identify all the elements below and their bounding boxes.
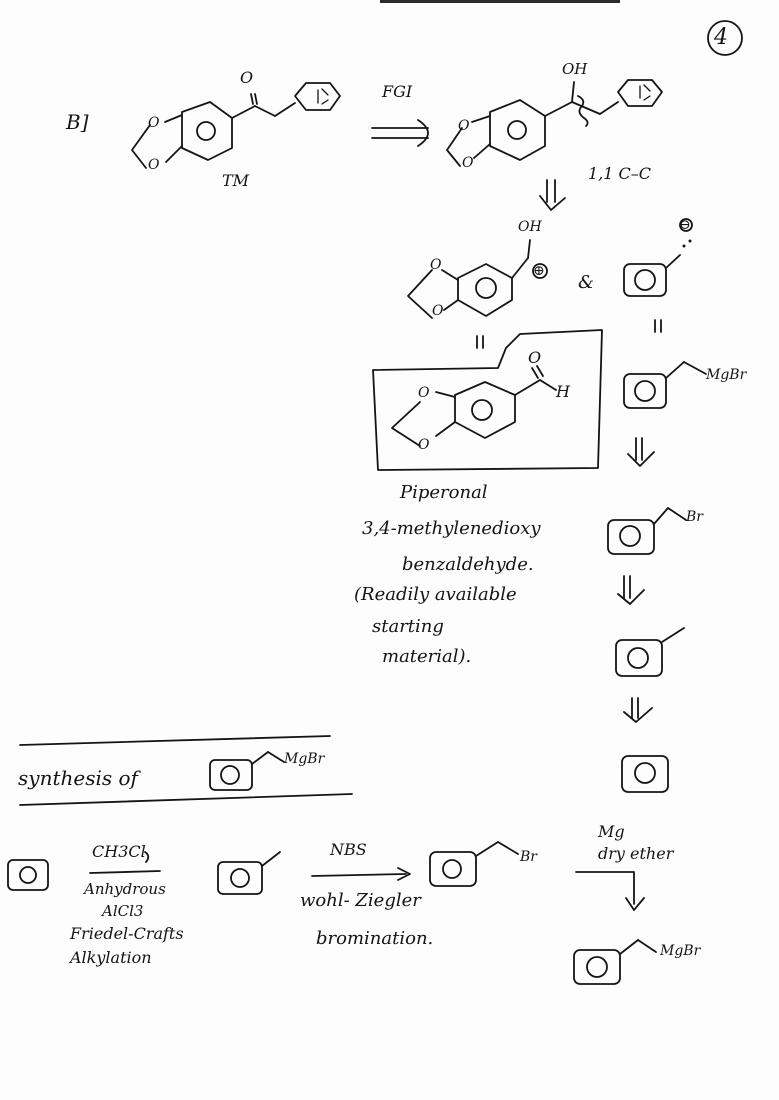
toluene-intermediate: [217, 851, 281, 895]
right-bromide-label: Br: [686, 509, 703, 525]
heading-benzyl-grignard: [209, 751, 285, 791]
toluene-structure-right: [615, 627, 685, 677]
step2-condition-2: bromination.: [316, 928, 434, 949]
retro-arrow-right-1: [627, 437, 655, 467]
piperonal-note-line-6: material).: [382, 646, 472, 667]
page-edge-shadow: [380, 0, 620, 3]
step1-condition-3: Friedel-Crafts: [70, 924, 184, 943]
step1-mark: [144, 851, 150, 863]
piperonal-ring-oxygen-top: O: [418, 385, 430, 401]
aldehyde-oxygen: O: [528, 348, 542, 367]
alcohol-oh-label: OH: [562, 60, 588, 78]
benzyl-bromide-structure: [607, 507, 687, 555]
piperonal-ring-oxygen-bottom: O: [418, 437, 430, 453]
piperonal-note-line-5: starting: [372, 616, 444, 637]
equivalent-marks: [476, 319, 662, 349]
alcohol-intermediate-structure: [446, 79, 663, 167]
alcohol-ring-oxygen-bottom: O: [462, 155, 474, 171]
cation-ring-oxygen-bottom: O: [432, 303, 444, 319]
cation-oh-label: OH: [518, 219, 542, 235]
benzyl-bromide-intermediate: [429, 841, 519, 887]
tm-ring-oxygen-top: O: [148, 115, 160, 131]
step3-reagent: Mg: [598, 822, 625, 841]
page-number-circle: [707, 20, 743, 56]
page-number: 4: [714, 25, 728, 50]
arrow-step3: [575, 871, 645, 911]
anion-charge: ⊖: [679, 217, 691, 233]
step2-condition-1: wohl- Ziegler: [300, 890, 421, 911]
arrow-step1: [89, 870, 161, 874]
step1-condition-4: Alkylation: [70, 948, 152, 967]
fgi-label: FGI: [382, 82, 413, 101]
retro-arrow-fgi: [371, 119, 429, 147]
piperonal-box: [372, 329, 603, 471]
benzyl-grignard-final: [573, 939, 657, 985]
synthesis-heading: synthesis of: [18, 766, 138, 790]
step2-reagent: NBS: [330, 840, 367, 859]
target-molecule-label: TM: [222, 171, 250, 190]
piperonal-note-line-1: Piperonal: [400, 482, 488, 503]
divider-top: [19, 735, 331, 746]
aldehyde-hydrogen: H: [556, 382, 570, 401]
disconnection-label: 1,1 C–C: [588, 164, 652, 183]
divider-bottom: [19, 793, 353, 806]
step1-condition-2: AlCl3: [102, 902, 144, 920]
step1-reagent: CH3Cl: [92, 842, 146, 861]
retro-arrow-right-2: [617, 575, 645, 605]
benzyl-grignard-structure: [623, 361, 707, 409]
cation-synthon-structure: [407, 239, 548, 319]
piperonal-note-line-3: benzaldehyde.: [402, 554, 534, 575]
benzene-structure-right: [621, 755, 669, 793]
tm-ring-oxygen-bottom: O: [148, 157, 160, 173]
retro-arrow-disconnection: [539, 179, 566, 211]
benzene-start: [7, 859, 49, 891]
part-label: B]: [66, 110, 89, 134]
cation-charge: ⊕: [533, 263, 545, 279]
step2-product-bromide: Br: [520, 849, 537, 865]
alcohol-ring-oxygen-top: O: [458, 118, 470, 134]
right-grignard-label: MgBr: [706, 367, 747, 383]
piperonal-note-line-4: (Readily available: [354, 584, 517, 605]
cation-ring-oxygen-top: O: [430, 257, 442, 273]
target-molecule-structure: [131, 82, 341, 169]
retro-arrow-right-3: [623, 697, 653, 723]
arrow-step2: [311, 867, 411, 881]
step1-condition-1: Anhydrous: [84, 880, 166, 898]
tm-ketone-oxygen: O: [240, 68, 254, 87]
synthesis-heading-reagent: MgBr: [284, 751, 325, 767]
combine-symbol: &: [578, 272, 595, 293]
step3-condition: dry ether: [598, 844, 674, 863]
anion-synthon-structure: [623, 218, 693, 297]
piperonal-note-line-2: 3,4-methylenedioxy: [362, 518, 541, 539]
final-product-label: MgBr: [660, 943, 701, 959]
